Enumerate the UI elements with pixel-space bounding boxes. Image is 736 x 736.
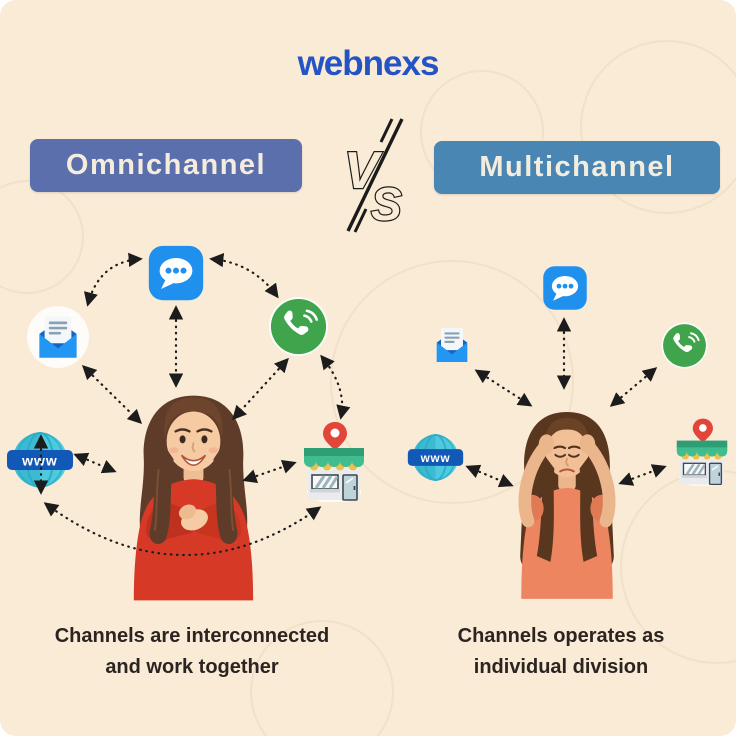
omnichannel-title-label: Omnichannel (65, 149, 267, 181)
versus-letter-s: S (371, 178, 402, 230)
email-icon (425, 318, 479, 372)
stressed-customer-illustration (494, 406, 640, 601)
website-globe-icon: www (407, 429, 464, 486)
omnichannel-caption-line1: Channels are interconnected (54, 625, 330, 647)
website-globe-icon: www (6, 426, 74, 494)
happy-customer-illustration (112, 389, 276, 601)
www-label: www (420, 452, 451, 465)
store-icon (670, 417, 734, 487)
multichannel-caption: Channels operates as individual division (386, 621, 736, 683)
www-label: www (21, 453, 58, 469)
versus-mark: V S (328, 116, 418, 234)
multichannel-caption-line1: Channels operates as (457, 625, 665, 647)
email-icon (25, 304, 91, 370)
omnichannel-caption-line2: and work together (105, 656, 279, 678)
chat-icon (541, 264, 589, 312)
multichannel-title-box: Multichannel (434, 141, 720, 194)
background-circle-decor (580, 40, 736, 214)
chat-icon (146, 243, 206, 303)
brand-logo: webnexs (297, 44, 440, 83)
omnichannel-title-box: Omnichannel (30, 139, 302, 192)
multichannel-caption-line2: individual division (473, 656, 649, 678)
phone-icon (660, 321, 709, 370)
versus-slash-icon: V S (343, 118, 404, 233)
omnichannel-caption: Channels are interconnected and work tog… (10, 621, 374, 683)
phone-icon (267, 295, 330, 358)
store-icon (296, 420, 372, 502)
versus-letter-v: V (344, 142, 383, 200)
multichannel-title-label: Multichannel (479, 151, 675, 183)
